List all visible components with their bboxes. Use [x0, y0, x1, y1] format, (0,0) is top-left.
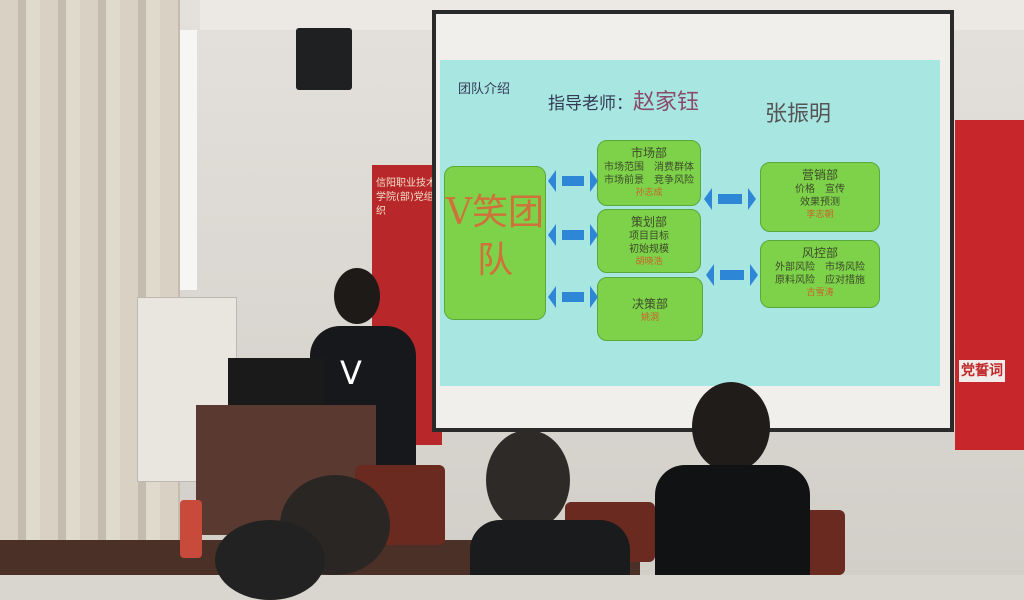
dept-item: 原料风险 应对措施: [775, 275, 865, 286]
dept-box-decision: 决策部 姚洞: [597, 277, 703, 341]
dept-name: 风控部: [801, 246, 838, 260]
banner-text: 党誓词: [959, 360, 1005, 382]
audience-head: [486, 430, 570, 530]
thermos-bottle: [180, 500, 202, 558]
dept-name: 市场部: [630, 146, 667, 160]
dept-member: 李志朝: [806, 210, 834, 220]
advisor-name: 张振明: [765, 102, 832, 127]
curtain: [0, 0, 180, 575]
dept-box-marketing: 营销部 价格 宣传 效果预测 李志朝: [760, 162, 880, 232]
banner-text: 信阳职业技术学院(部)党组织: [376, 178, 436, 217]
dept-item: 项目目标: [629, 231, 669, 242]
audience-head: [215, 520, 325, 600]
slide: 团队介绍 指导老师：赵家钰 张振明 V笑团队 市场部 市场范围 消费群体 市场前…: [440, 60, 940, 386]
advisor-label: 指导老师：: [548, 94, 633, 114]
double-arrow-icon: [704, 188, 756, 210]
wall-speaker: [296, 28, 352, 90]
team-box: V笑团队: [444, 166, 546, 320]
advisor-name: 赵家钰: [633, 90, 700, 115]
presenter-head: [334, 268, 380, 324]
dept-member: 姚洞: [640, 313, 659, 323]
dept-item: 市场前景 竞争风险: [604, 175, 694, 186]
dept-name: 营销部: [801, 168, 838, 182]
dept-name: 决策部: [631, 297, 668, 311]
audience-body: [655, 465, 810, 575]
dept-box-risk: 风控部 外部风险 市场风险 原料风险 应对措施 古雪涛: [760, 240, 880, 308]
dept-item: 市场范围 消费群体: [604, 162, 694, 173]
dept-box-planning: 策划部 项目目标 初始规模 胡晓浩: [597, 209, 701, 273]
double-arrow-icon: [548, 224, 598, 246]
audience-head: [692, 382, 770, 472]
dept-item: 初始规模: [629, 244, 669, 255]
dept-name: 策划部: [630, 215, 667, 229]
double-arrow-icon: [706, 264, 758, 286]
dept-item: 外部风险 市场风险: [775, 262, 865, 273]
dept-item: 效果预测: [800, 197, 840, 208]
dept-box-market: 市场部 市场范围 消费群体 市场前景 竞争风险 孙志成: [597, 140, 701, 206]
section-title: 团队介绍: [458, 82, 511, 97]
dept-member: 古雪涛: [806, 288, 834, 298]
red-banner-right: 党誓词: [955, 120, 1024, 450]
shirt-logo: V: [340, 354, 362, 392]
double-arrow-icon: [548, 170, 598, 192]
dept-item: 价格 宣传: [795, 184, 845, 195]
double-arrow-icon: [548, 286, 598, 308]
laptop: [228, 358, 324, 408]
dept-member: 孙志成: [635, 188, 663, 198]
dept-member: 胡晓浩: [635, 257, 663, 267]
window: [175, 30, 197, 290]
audience-body: [470, 520, 630, 575]
